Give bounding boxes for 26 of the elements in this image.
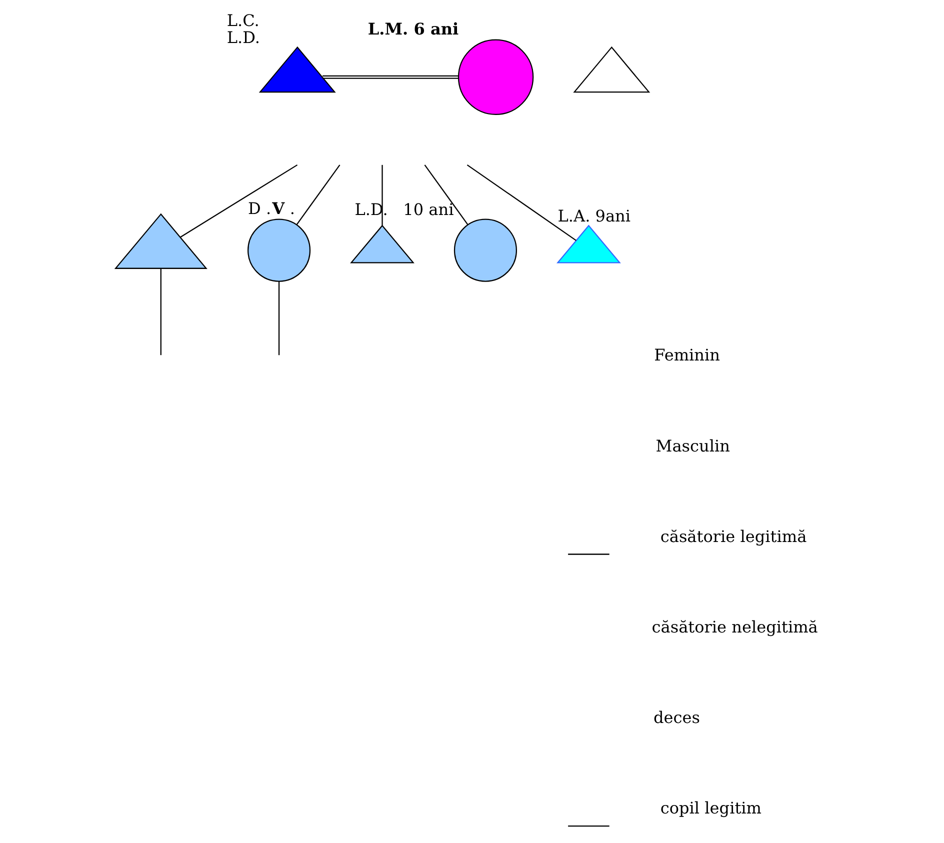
node-triangle [556, 224, 621, 264]
legend-label: căsătorie nelegitimă [652, 617, 818, 636]
node-label: L.D. [226, 28, 260, 47]
node-label: L.C. [226, 10, 260, 30]
node-label: L.M. 6 ani [368, 19, 459, 38]
legend-label: copil legitim [660, 798, 762, 818]
legend-label: Feminin [654, 346, 720, 365]
connector [466, 164, 576, 241]
connector [296, 164, 340, 225]
legend-label: căsătorie legitimă [660, 526, 807, 546]
legend-label: Masculin [656, 436, 730, 456]
connector [180, 164, 298, 238]
node-circle [458, 39, 534, 115]
connector [278, 282, 280, 356]
node-label: D .V . [248, 198, 295, 218]
node-circle [454, 218, 518, 282]
node-label: L.A. 9ani [558, 206, 631, 226]
node-triangle [258, 46, 336, 93]
node-circle [247, 218, 311, 282]
legend-label: deces [654, 708, 700, 728]
connector [322, 75, 458, 79]
connector [160, 268, 162, 356]
node-triangle [573, 46, 650, 93]
node-triangle [350, 224, 414, 264]
node-triangle [114, 213, 208, 269]
connector [424, 164, 468, 225]
